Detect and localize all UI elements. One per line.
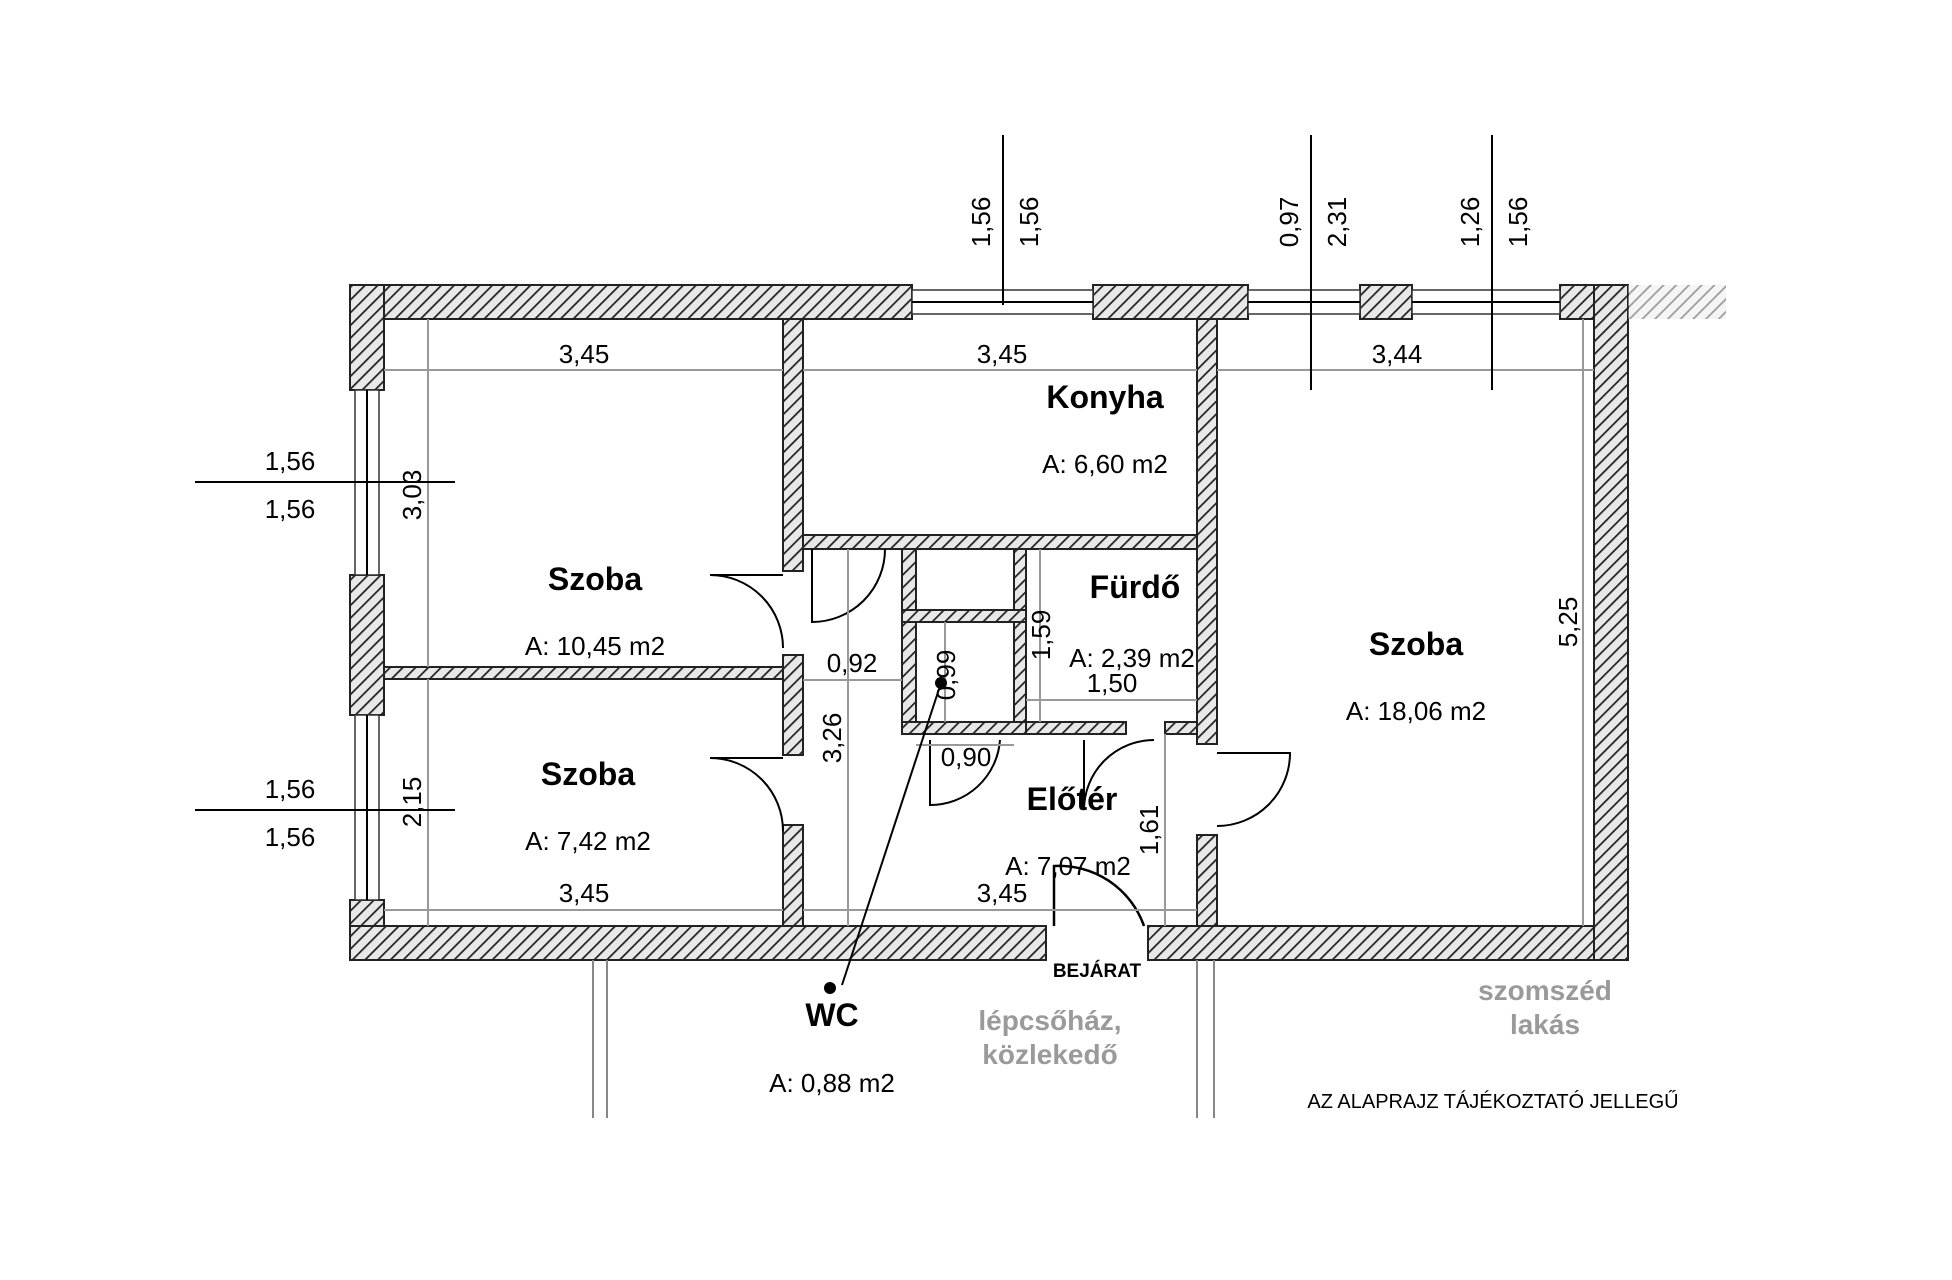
stair-label-line2: közlekedő	[982, 1039, 1117, 1070]
win-right-a: 0,97	[1274, 197, 1304, 248]
corridor-walls	[592, 960, 1215, 1118]
dim-wc-width: 0,92	[827, 648, 878, 678]
neighbor-wall-stub	[1628, 285, 1726, 319]
room-area-konyha: A: 6,60 m2	[1042, 449, 1168, 479]
room-name-szoba-3: Szoba	[1369, 626, 1463, 662]
doors	[709, 548, 1292, 927]
dim-right-height: 5,25	[1553, 597, 1583, 648]
room-name-konyha: Konyha	[1046, 379, 1164, 415]
dim-closet-width: 0,90	[941, 742, 992, 772]
win-left-upper-b: 1,56	[265, 494, 316, 524]
room-name-szoba-1: Szoba	[548, 561, 642, 597]
disclaimer-text: AZ ALAPRAJZ TÁJÉKOZTATÓ JELLEGŰ	[1307, 1090, 1678, 1113]
neighbor-label-line2: lakás	[1510, 1009, 1580, 1040]
room-area-eloter: A: 7,07 m2	[1005, 851, 1131, 881]
room-area-szoba-1: A: 10,45 m2	[525, 631, 665, 661]
win-kitchen-b: 1,56	[1014, 197, 1044, 248]
room-area-szoba-2: A: 7,42 m2	[525, 826, 651, 856]
win-kitchen-a: 1,56	[966, 197, 996, 248]
outer-walls	[349, 284, 1629, 961]
room-area-wc: A: 0,88 m2	[769, 1068, 895, 1098]
room-area-furdo: A: 2,39 m2	[1069, 643, 1195, 673]
win-right-b: 2,31	[1322, 197, 1352, 248]
interior-walls	[383, 318, 1218, 927]
room-name-furdo: Fürdő	[1090, 569, 1181, 605]
stair-label-line1: lépcsőház,	[978, 1005, 1121, 1036]
dim-top-right: 3,44	[1372, 339, 1423, 369]
room-area-szoba-3: A: 18,06 m2	[1346, 696, 1486, 726]
win-right-c: 1,26	[1455, 197, 1485, 248]
dim-hall-height: 3,26	[817, 713, 847, 764]
neighbor-label-line1: szomszéd	[1478, 975, 1612, 1006]
dim-bottom-left: 3,45	[559, 878, 610, 908]
room-name-wc: WC	[805, 997, 858, 1033]
dim-left-lower: 2,15	[397, 777, 427, 828]
dim-bath-width: 1,50	[1087, 668, 1138, 698]
windows	[354, 289, 1561, 901]
win-left-lower-b: 1,56	[265, 822, 316, 852]
win-right-d: 1,56	[1503, 197, 1533, 248]
dim-bottom-mid: 3,45	[977, 878, 1028, 908]
room-name-eloter: Előtér	[1027, 781, 1118, 817]
dim-entry-height: 1,61	[1134, 805, 1164, 856]
room-name-szoba-2: Szoba	[541, 756, 635, 792]
dim-top-left: 3,45	[559, 339, 610, 369]
dim-wc-depth: 0,99	[931, 650, 961, 701]
win-left-lower-a: 1,56	[265, 774, 316, 804]
window-leaders	[195, 135, 1493, 994]
entrance-label: BEJÁRAT	[1053, 960, 1142, 982]
dimension-lines	[384, 319, 1594, 926]
wc-marker-top	[935, 677, 947, 689]
dim-left-upper: 3,03	[397, 470, 427, 521]
dim-bath-height: 1,59	[1026, 610, 1056, 661]
win-left-upper-a: 1,56	[265, 446, 316, 476]
dim-top-mid: 3,45	[977, 339, 1028, 369]
wc-marker-bottom	[824, 982, 836, 994]
